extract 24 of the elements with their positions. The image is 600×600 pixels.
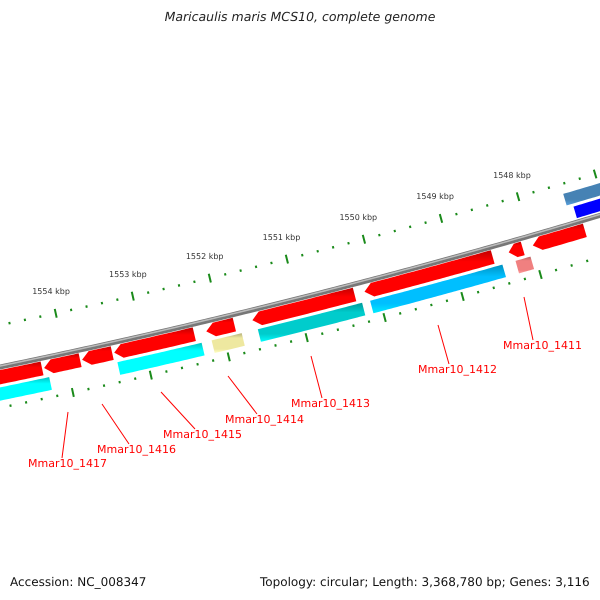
scale-label: 1554 kbp <box>32 288 70 296</box>
gene-label: Mmar10_1413 <box>291 398 370 409</box>
accession-text: Accession: NC_008347 <box>10 576 146 588</box>
scale-label: 1551 kbp <box>262 234 300 242</box>
genome-info-text: Topology: circular; Length: 3,368,780 bp; Genes: 3,116 <box>260 576 590 588</box>
scale-label: 1552 kbp <box>186 252 224 261</box>
leader-line <box>438 324 450 364</box>
leader-line <box>310 356 322 398</box>
gene-label: Mmar10_1416 <box>97 444 176 455</box>
gene-label: Mmar10_1415 <box>163 429 242 440</box>
scale-label: 1550 kbp <box>339 214 378 222</box>
gene-label: Mmar10_1417 <box>28 458 107 469</box>
scale-label: 1553 kbp <box>109 270 147 279</box>
leader-line <box>228 376 258 414</box>
scale-label: 1549 kbp <box>416 193 454 202</box>
leader-line <box>62 412 68 458</box>
leader-line <box>102 404 130 444</box>
gene-label: Mmar10_1411 <box>503 340 582 351</box>
scale-label: 1548 kbp <box>493 172 531 180</box>
leader-line <box>524 296 534 340</box>
gene-label: Mmar10_1414 <box>225 414 304 425</box>
title: Maricaulis maris MCS10, complete genome <box>164 11 436 24</box>
leader-line <box>160 392 196 430</box>
gene-label: Mmar10_1412 <box>418 364 497 375</box>
